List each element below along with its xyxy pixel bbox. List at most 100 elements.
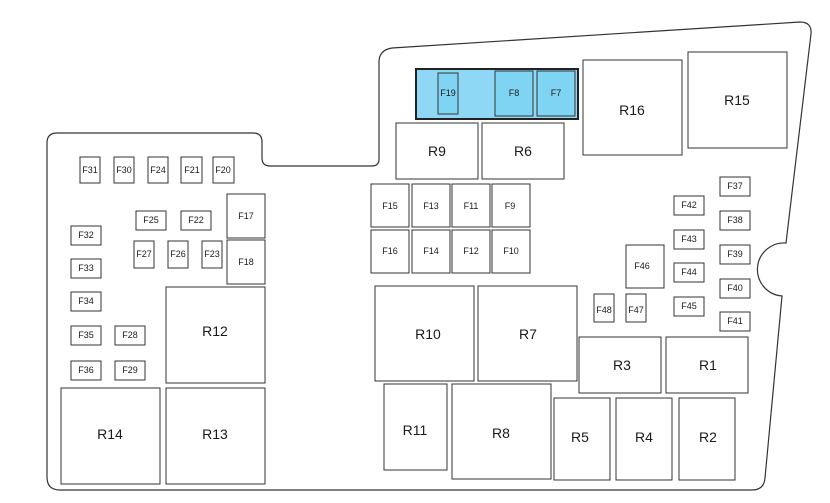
fuse-F45[interactable]: F45 xyxy=(673,296,705,317)
fuse-F34[interactable]: F34 xyxy=(70,291,102,312)
fuse-label-F42: F42 xyxy=(681,200,697,210)
fuse-label-F39: F39 xyxy=(727,249,743,259)
fuse-F46[interactable]: F46 xyxy=(625,244,665,289)
fuse-label-F22: F22 xyxy=(188,215,204,225)
fuse-label-F45: F45 xyxy=(681,301,697,311)
fuse-F42[interactable]: F42 xyxy=(673,195,705,216)
relay-label-R4: R4 xyxy=(635,429,653,445)
fuse-F41[interactable]: F41 xyxy=(719,311,751,332)
fuse-F35[interactable]: F35 xyxy=(70,325,102,346)
fuse-label-F44: F44 xyxy=(681,267,697,277)
relay-R10[interactable]: R10 xyxy=(374,285,475,382)
fuse-label-F37: F37 xyxy=(727,181,743,191)
relay-R7[interactable]: R7 xyxy=(477,285,578,382)
fuse-label-F16: F16 xyxy=(382,246,398,256)
fuse-label-F18: F18 xyxy=(238,257,254,267)
relay-label-R1: R1 xyxy=(699,357,717,373)
fuse-label-F28: F28 xyxy=(122,330,138,340)
fuse-label-F29: F29 xyxy=(122,365,138,375)
fuse-F24[interactable]: F24 xyxy=(147,156,169,184)
relay-R4[interactable]: R4 xyxy=(615,397,673,481)
fuse-label-F40: F40 xyxy=(727,283,743,293)
relay-R1[interactable]: R1 xyxy=(665,336,749,394)
fuse-F23[interactable]: F23 xyxy=(201,240,223,269)
fuse-F43[interactable]: F43 xyxy=(673,229,705,250)
fuse-label-F8: F8 xyxy=(509,88,520,98)
relay-label-R3: R3 xyxy=(613,357,631,373)
fuse-label-F30: F30 xyxy=(116,165,132,175)
fuse-label-F48: F48 xyxy=(596,305,612,315)
fuse-F44[interactable]: F44 xyxy=(673,262,705,283)
relay-R14[interactable]: R14 xyxy=(60,387,161,485)
relay-label-R15: R15 xyxy=(724,92,750,108)
relay-label-R14: R14 xyxy=(97,426,123,442)
fuse-label-F21: F21 xyxy=(184,165,200,175)
relay-R12[interactable]: R12 xyxy=(165,286,266,384)
fuse-label-F33: F33 xyxy=(78,263,94,273)
relay-R6[interactable]: R6 xyxy=(481,122,565,180)
fuse-F15[interactable]: F15 xyxy=(370,183,410,228)
fuse-label-F27: F27 xyxy=(136,249,152,259)
fuse-F31[interactable]: F31 xyxy=(79,156,101,184)
fuse-F14[interactable]: F14 xyxy=(411,229,451,274)
relay-label-R8: R8 xyxy=(492,425,510,441)
fuse-F33[interactable]: F33 xyxy=(70,258,102,279)
fuse-F13[interactable]: F13 xyxy=(411,183,451,228)
fuse-F26[interactable]: F26 xyxy=(167,240,189,269)
relay-label-R9: R9 xyxy=(428,143,446,159)
relay-label-R11: R11 xyxy=(403,422,428,438)
fuse-F20[interactable]: F20 xyxy=(212,156,235,184)
fuse-label-F24: F24 xyxy=(150,165,166,175)
fuse-F30[interactable]: F30 xyxy=(113,156,135,184)
fuse-F48[interactable]: F48 xyxy=(593,293,615,323)
fuse-F19[interactable]: F19 xyxy=(437,72,459,115)
fuse-F11[interactable]: F11 xyxy=(451,183,491,228)
fuse-F36[interactable]: F36 xyxy=(70,360,102,381)
fuse-label-F46: F46 xyxy=(634,261,650,271)
fuse-F25[interactable]: F25 xyxy=(135,210,167,231)
fuse-label-F41: F41 xyxy=(727,316,743,326)
fuse-label-F15: F15 xyxy=(382,201,398,211)
relay-R2[interactable]: R2 xyxy=(678,397,736,481)
fuse-label-F47: F47 xyxy=(628,305,644,315)
fuse-box-outline xyxy=(46,21,812,491)
fuse-F39[interactable]: F39 xyxy=(719,244,751,265)
relay-R3[interactable]: R3 xyxy=(578,336,662,394)
relay-label-R10: R10 xyxy=(415,326,441,342)
fuse-label-F12: F12 xyxy=(463,246,479,256)
fuse-F29[interactable]: F29 xyxy=(114,360,146,381)
fuse-F47[interactable]: F47 xyxy=(625,293,647,323)
fuse-label-F7: F7 xyxy=(551,88,562,98)
fuse-label-F34: F34 xyxy=(78,296,94,306)
relay-R16[interactable]: R16 xyxy=(582,59,683,156)
relay-R8[interactable]: R8 xyxy=(451,383,552,480)
fuse-F17[interactable]: F17 xyxy=(226,193,266,239)
fuse-F40[interactable]: F40 xyxy=(719,278,751,299)
fuse-F22[interactable]: F22 xyxy=(180,210,212,231)
fuse-F37[interactable]: F37 xyxy=(719,176,751,197)
fuse-label-F17: F17 xyxy=(238,211,254,221)
fuse-F16[interactable]: F16 xyxy=(370,229,410,274)
relay-R11[interactable]: R11 xyxy=(383,383,448,471)
fuse-F32[interactable]: F32 xyxy=(70,225,102,246)
relay-R15[interactable]: R15 xyxy=(687,51,788,149)
fuse-F27[interactable]: F27 xyxy=(133,240,155,269)
relay-R13[interactable]: R13 xyxy=(165,387,266,485)
fuse-F28[interactable]: F28 xyxy=(114,325,146,346)
fuse-F10[interactable]: F10 xyxy=(491,229,531,274)
relay-R9[interactable]: R9 xyxy=(395,122,479,180)
fuse-F18[interactable]: F18 xyxy=(226,239,266,285)
fuse-F21[interactable]: F21 xyxy=(180,156,203,184)
fuse-F7[interactable]: F7 xyxy=(536,70,576,117)
relay-R5[interactable]: R5 xyxy=(553,397,611,481)
fuse-F38[interactable]: F38 xyxy=(719,210,751,231)
fuse-F9[interactable]: F9 xyxy=(491,183,531,228)
fuse-label-F38: F38 xyxy=(727,215,743,225)
fuse-label-F36: F36 xyxy=(78,365,94,375)
relay-label-R6: R6 xyxy=(514,143,532,159)
fuse-F8[interactable]: F8 xyxy=(494,70,534,117)
fuse-F12[interactable]: F12 xyxy=(451,229,491,274)
relay-label-R2: R2 xyxy=(699,429,717,445)
fuse-label-F9: F9 xyxy=(505,201,516,211)
